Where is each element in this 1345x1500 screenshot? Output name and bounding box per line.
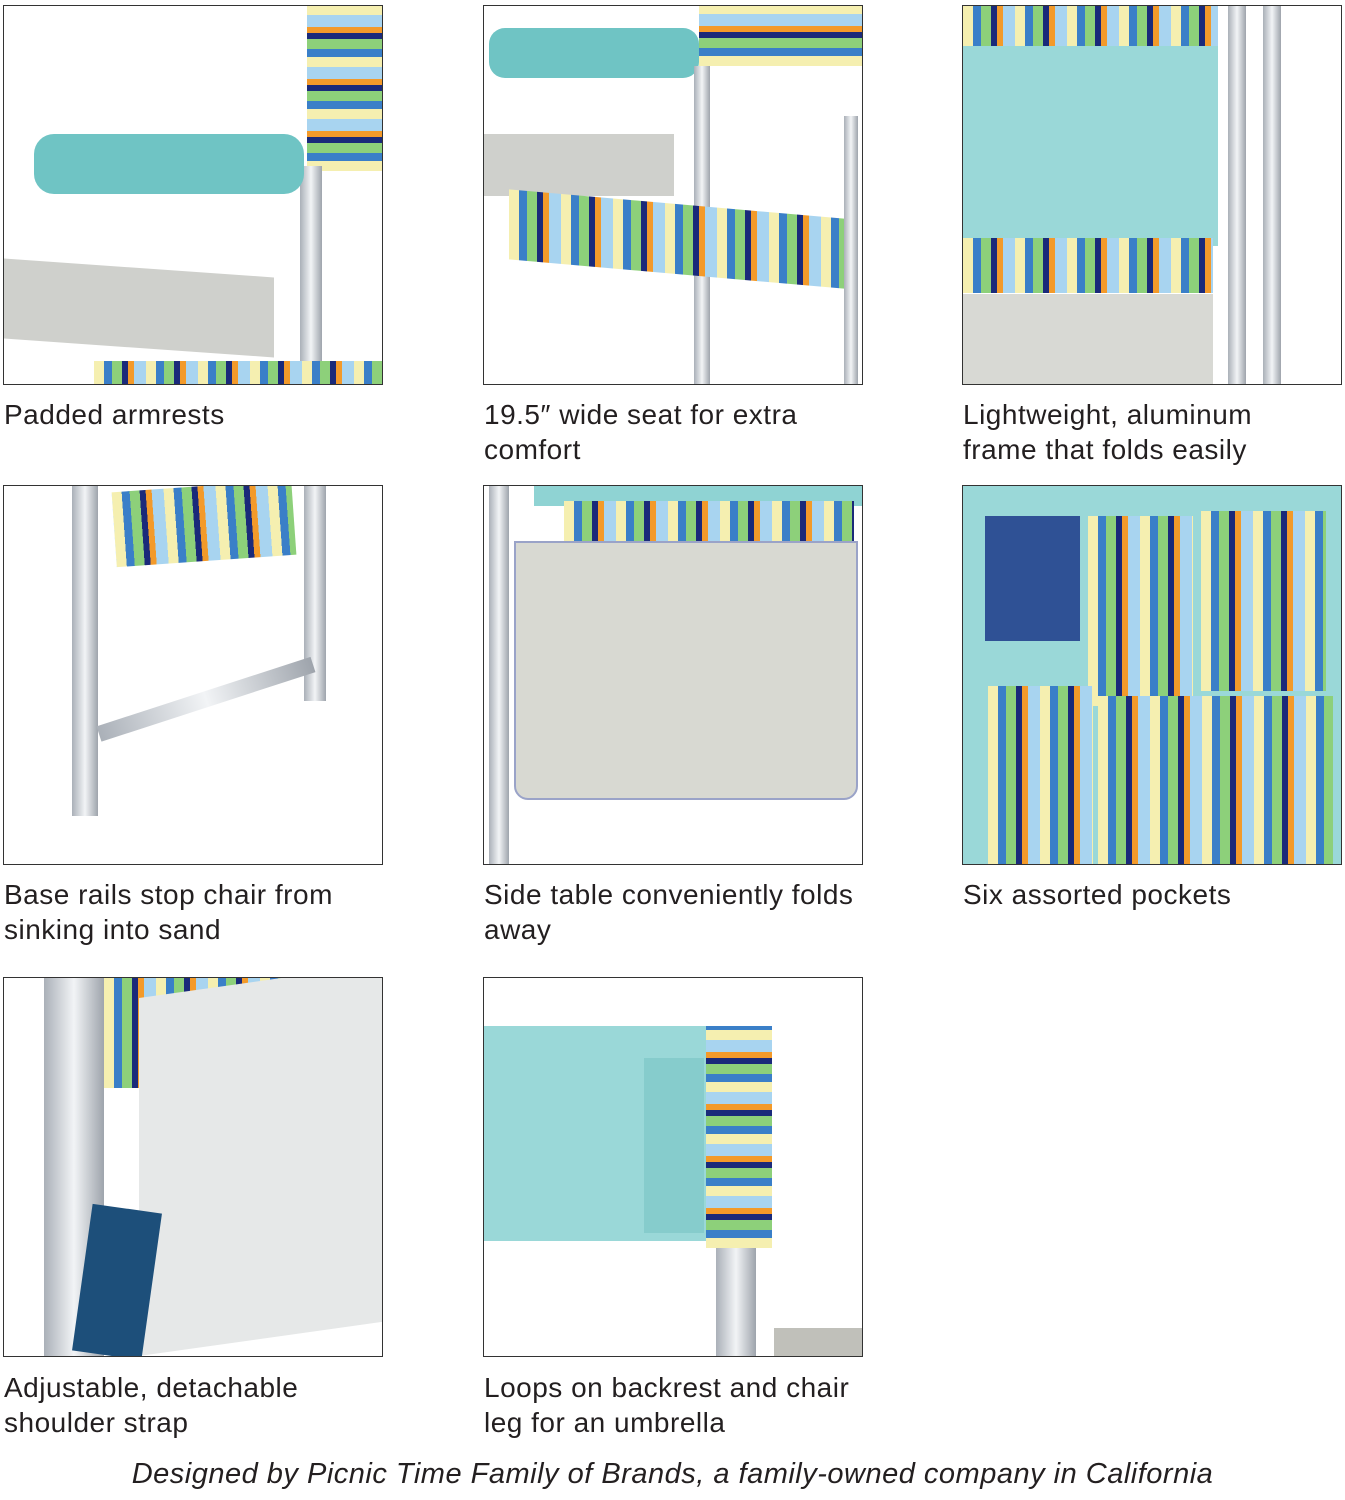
armrest-photo <box>3 5 383 385</box>
feature-caption: Padded armrests <box>4 399 225 430</box>
umbrella-loops-photo <box>483 977 863 1357</box>
feature-caption: Six assorted pockets <box>963 879 1232 910</box>
footer-tagline: Designed by Picnic Time Family of Brands… <box>131 1458 1214 1490</box>
feature-caption: 19.5″ wide seat for extra comfort <box>484 399 798 465</box>
shoulder-strap-photo <box>3 977 383 1357</box>
feature-caption: Loops on backrest and chair leg for an u… <box>484 1372 850 1438</box>
base-rails-photo <box>3 485 383 865</box>
pockets-photo <box>962 485 1342 865</box>
feature-caption: Side table conveniently folds away <box>484 879 854 945</box>
side-table-photo <box>483 485 863 865</box>
feature-caption: Lightweight, aluminum frame that folds e… <box>963 399 1253 465</box>
frame-photo <box>962 5 1342 385</box>
feature-caption: Base rails stop chair from sinking into … <box>4 879 333 945</box>
seat-photo <box>483 5 863 385</box>
feature-caption: Adjustable, detachable shoulder strap <box>4 1372 299 1438</box>
